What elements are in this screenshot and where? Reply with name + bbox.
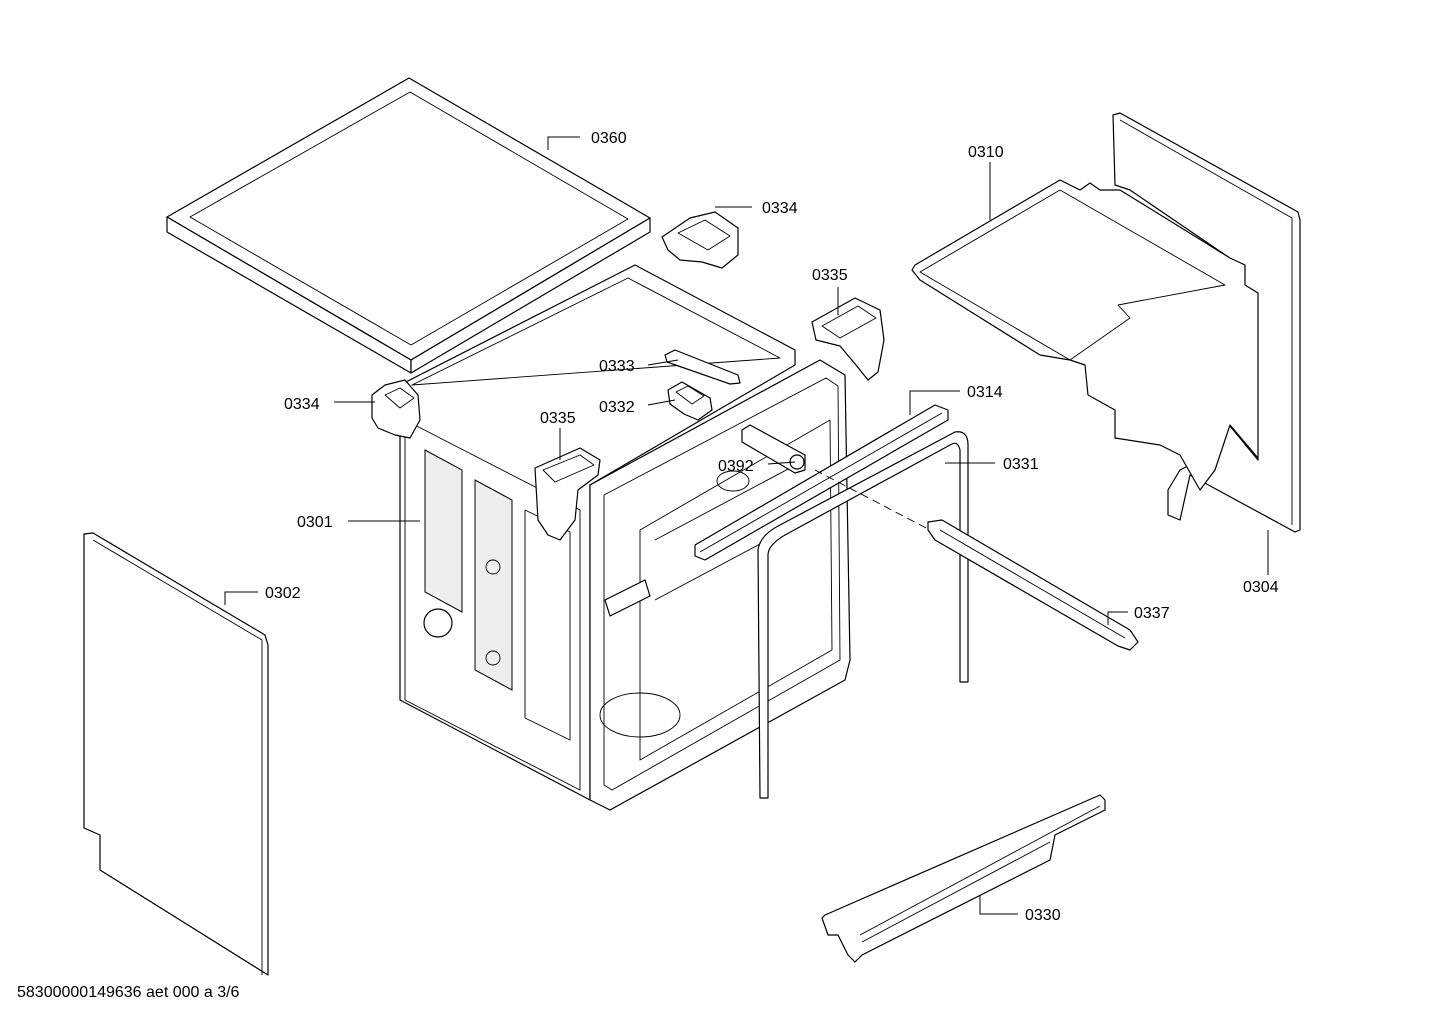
assembly-line <box>814 469 931 531</box>
part-0310-insulation-mat <box>911 179 1259 491</box>
part-0331-door-seal <box>757 431 969 799</box>
callout-0337: 0337 <box>1134 605 1170 622</box>
callout-0314: 0314 <box>967 384 1003 401</box>
part-0334-bracket-top <box>661 211 739 269</box>
callout-0302: 0302 <box>265 585 301 602</box>
callout-0335-right: 0335 <box>812 267 848 284</box>
callout-0333: 0333 <box>599 358 635 375</box>
callout-0334-top: 0334 <box>762 200 798 217</box>
part-0302-side-panel <box>83 532 269 976</box>
callout-0332: 0332 <box>599 399 635 416</box>
callout-labels: 0360 0334 0310 0335 0333 0332 0334 0335 … <box>265 130 1279 924</box>
part-0314-strip <box>694 404 949 561</box>
callout-0392: 0392 <box>718 458 754 475</box>
callout-0301: 0301 <box>297 514 333 531</box>
callout-0334-left: 0334 <box>284 396 320 413</box>
callout-0304: 0304 <box>1243 579 1279 596</box>
part-0335-bracket-left <box>534 447 601 541</box>
part-0334-bracket-left <box>371 379 421 439</box>
part-0360-worktop <box>166 77 651 374</box>
callout-0331: 0331 <box>1003 456 1039 473</box>
callout-0330: 0330 <box>1025 907 1061 924</box>
part-0337-rail <box>927 519 1139 651</box>
callout-0335-left: 0335 <box>540 410 576 427</box>
document-id: 58300000149636 aet 000 a 3/6 <box>17 984 240 1001</box>
part-0392-hinge <box>741 424 806 474</box>
part-0301-tub-body <box>399 264 851 811</box>
leader-lines <box>224 136 1269 915</box>
callout-0310: 0310 <box>968 144 1004 161</box>
part-0330-plinth <box>821 794 1106 963</box>
part-0335-bracket-right <box>811 297 885 381</box>
part-0332-latch <box>667 381 713 421</box>
callout-0360: 0360 <box>591 130 627 147</box>
